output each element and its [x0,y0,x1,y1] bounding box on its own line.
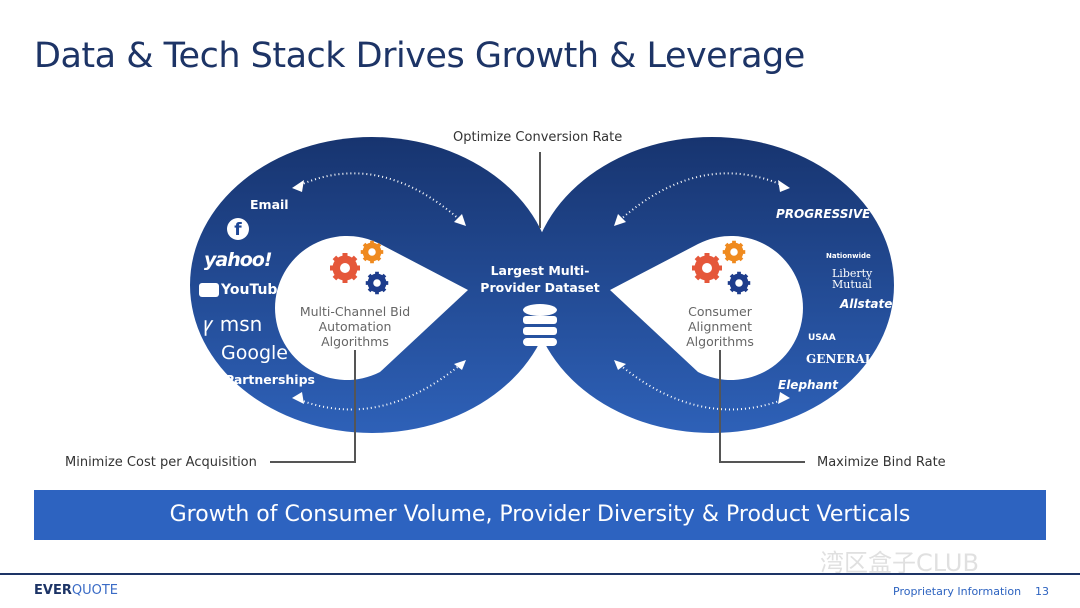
watermark: 湾区盒子CLUB [820,549,979,577]
optimize-conversion-label: Optimize Conversion Rate [453,130,623,145]
right-algo-label: Consumer Alignment Algorithms [686,304,754,349]
liberty-mutual-logo: Liberty Mutual [832,267,873,291]
google-logo: Google [221,342,289,364]
footer-divider [0,573,1080,575]
maximize-bind-label: Maximize Bind Rate [817,455,946,470]
database-icon [523,304,557,346]
channel-email: Email [250,197,289,212]
left-inner-teardrop [275,236,468,380]
nationwide-logo: Nationwide [826,252,871,260]
left-algo-label: Multi-Channel Bid Automation Algorithms [299,304,411,349]
minimize-cpa-label: Minimize Cost per Acquisition [65,455,257,470]
usaa-logo: USAA [808,333,836,343]
everquote-logo: EVERQUOTE [34,583,118,598]
slide-title: Data & Tech Stack Drives Growth & Levera… [34,36,805,76]
general-logo: GENERAL [806,352,874,366]
facebook-icon: f [227,218,249,240]
elephant-logo: Elephant [778,378,838,392]
channel-partnerships: Partnerships [225,372,315,387]
right-inner-teardrop [610,236,803,380]
yahoo-logo: yahoo! [204,249,273,271]
center-dataset-title: Largest Multi-Provider Dataset [480,263,600,295]
page-number: 13 [1035,585,1049,598]
msn-logo: ꝩ msn [203,312,263,336]
dotted-arrows [299,172,783,411]
growth-banner: Growth of Consumer Volume, Provider Dive… [34,490,1046,540]
proprietary-label: Proprietary Information [893,585,1022,598]
allstate-logo: Allstate [840,297,893,311]
callout-lines [270,152,805,463]
progressive-logo: PROGRESSIVE [776,207,871,221]
youtube-logo: YouTube [199,282,287,298]
